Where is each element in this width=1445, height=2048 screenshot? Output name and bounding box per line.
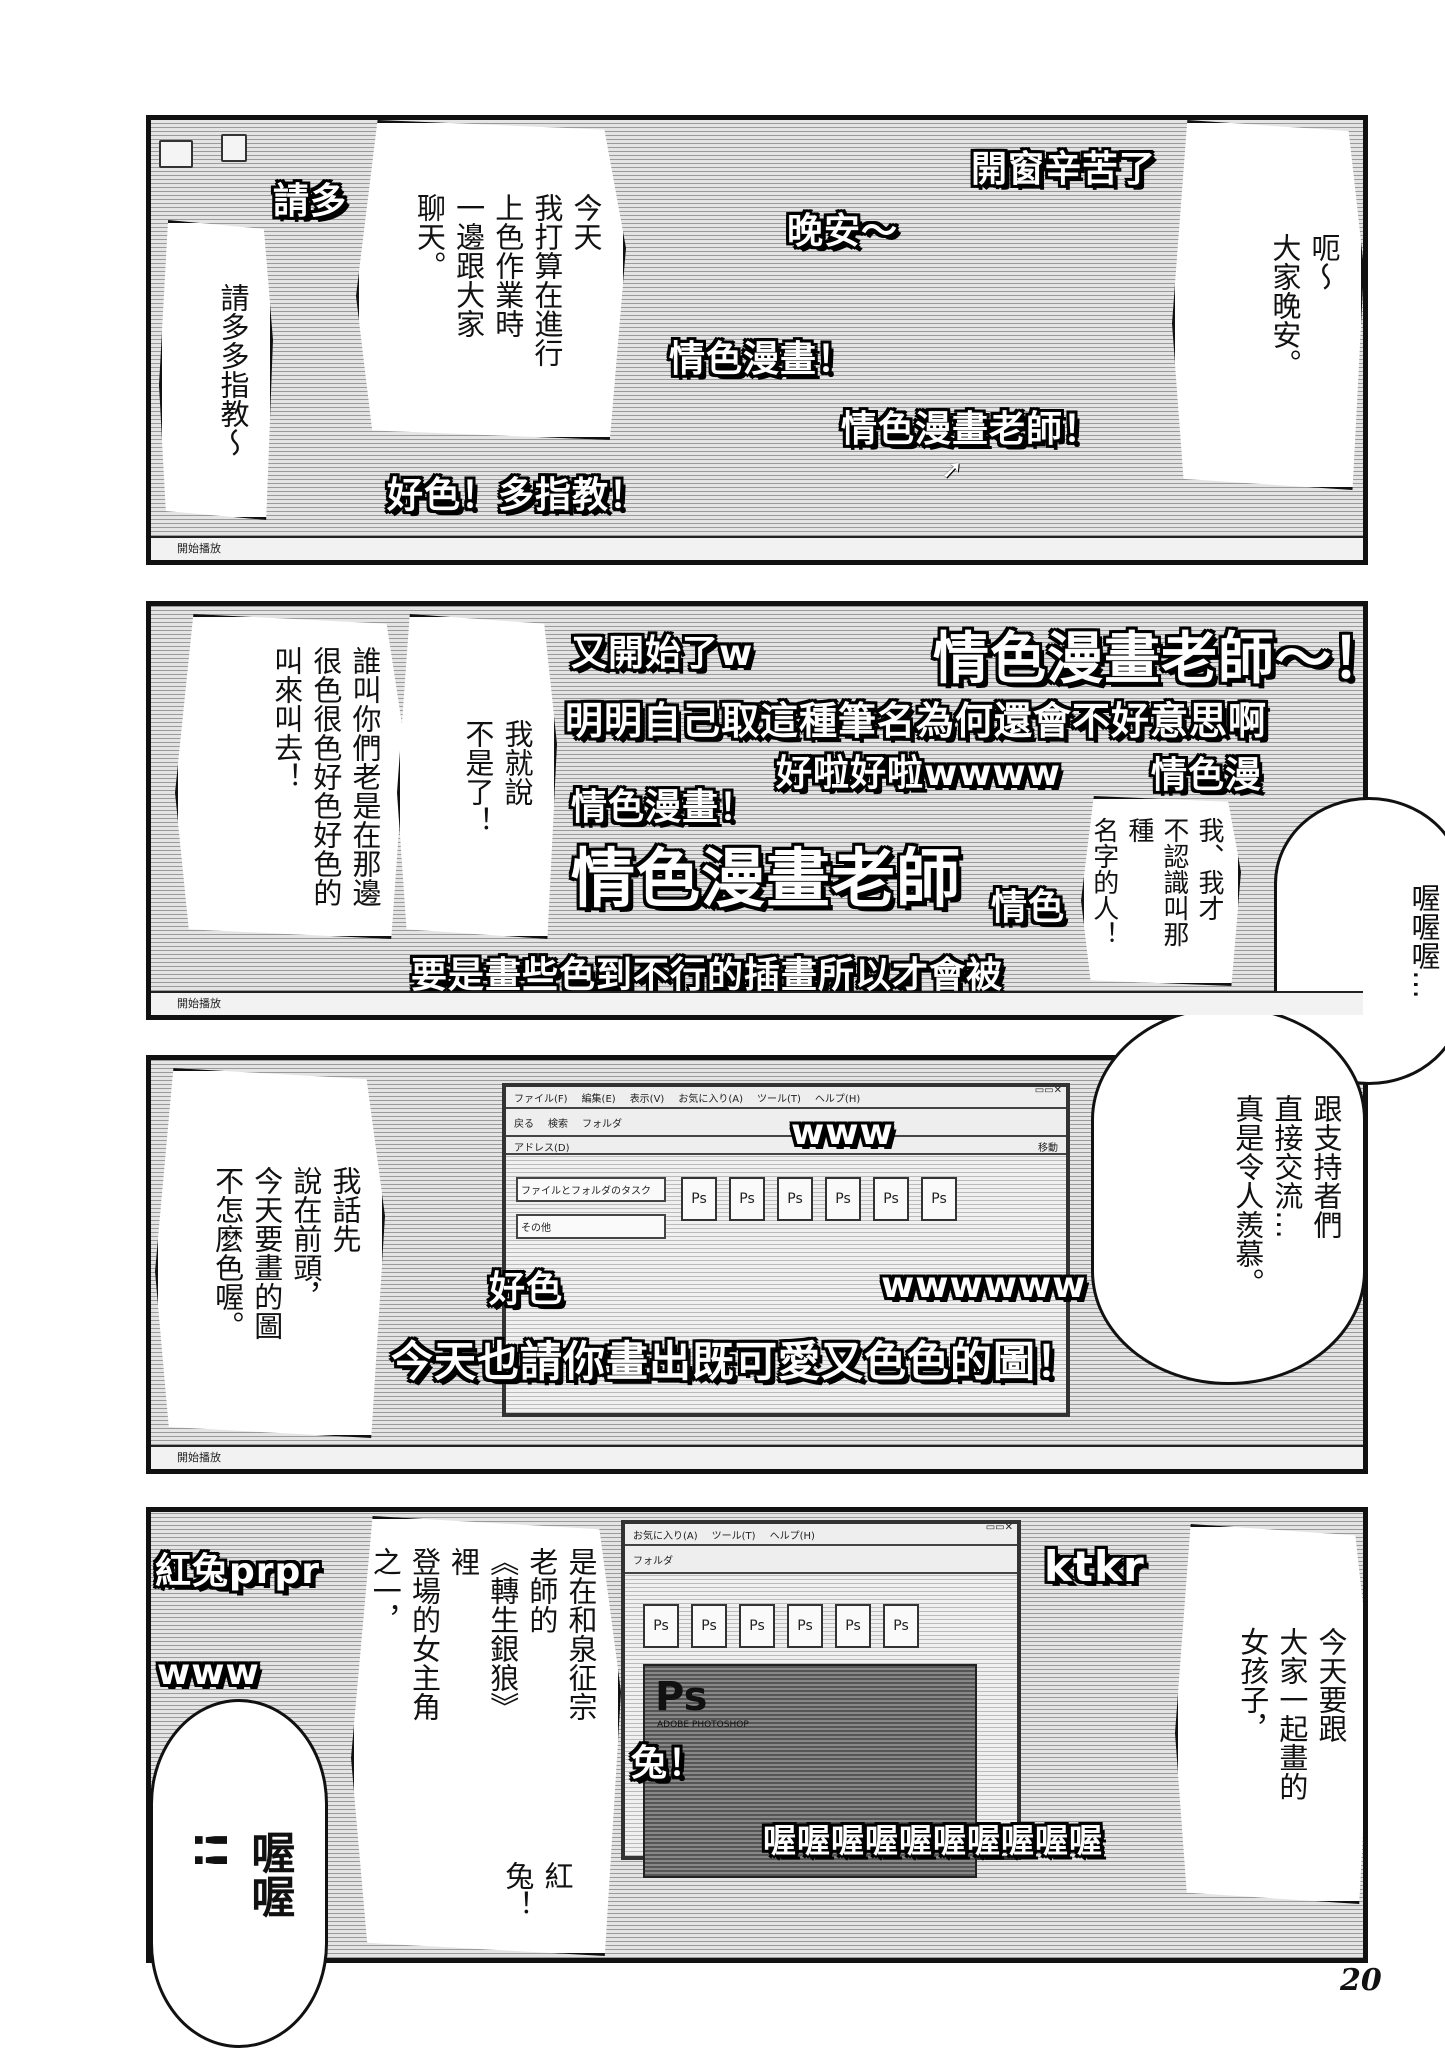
danmaku-comment: 好色！多指教！ bbox=[387, 475, 647, 516]
speech-bubble: 我話先 說在前頭， 今天要畫的圖 不怎麼色喔。 bbox=[155, 1068, 385, 1438]
speech-bubble: 我就說 不是了！ bbox=[397, 614, 557, 939]
photoshop-logo: Ps bbox=[655, 1674, 708, 1720]
menu-help[interactable]: ヘルプ(H) bbox=[769, 1531, 815, 1542]
desktop-folder-icon bbox=[159, 140, 193, 168]
danmaku-comment: 今天也請你畫出既可愛又色色的圖！ bbox=[391, 1337, 1080, 1386]
danmaku-comment: 開窗辛苦了 bbox=[971, 149, 1157, 190]
menu-favorites[interactable]: お気に入り(A) bbox=[633, 1531, 698, 1542]
bubble-text: 是在和泉征宗老師的 《轉生銀狼》裡 登場的女主角之一， bbox=[368, 1547, 598, 1721]
danmaku-comment: 明明自己取這種筆名為何還會不好意思啊 bbox=[565, 699, 1268, 743]
photoshop-file-icon[interactable]: Ps bbox=[729, 1177, 765, 1221]
danmaku-comment: 好色 bbox=[489, 1269, 564, 1310]
desktop-window-icon bbox=[221, 134, 247, 162]
danmaku-comment: 請多 bbox=[273, 181, 348, 222]
photoshop-file-icon[interactable]: Ps bbox=[921, 1177, 957, 1221]
photoshop-file-icon[interactable]: Ps bbox=[825, 1177, 861, 1221]
danmaku-comment: wwwwww bbox=[881, 1265, 1087, 1306]
task-section[interactable]: その他 bbox=[516, 1214, 666, 1239]
taskbar: 開始播放 bbox=[151, 991, 1363, 1015]
task-section[interactable]: ファイルとフォルダのタスク bbox=[516, 1177, 666, 1202]
file-list: Ps Ps Ps Ps Ps Ps bbox=[643, 1604, 919, 1648]
photoshop-file-icon[interactable]: Ps bbox=[873, 1177, 909, 1221]
bubble-text-name: 紅兔！ bbox=[500, 1860, 574, 1919]
folders-button[interactable]: フォルダ bbox=[582, 1119, 622, 1130]
file-explorer-window: ▭▭✕ ファイル(F) 編集(E) 表示(V) お気に入り(A) ツール(T) … bbox=[502, 1083, 1070, 1417]
danmaku-comment: 兔！ bbox=[631, 1743, 706, 1784]
menu-favorites[interactable]: お気に入り(A) bbox=[678, 1094, 743, 1105]
danmaku-comment: 情色 bbox=[991, 887, 1066, 928]
photoshop-file-icon[interactable]: Ps bbox=[739, 1604, 775, 1648]
danmaku-comment: www bbox=[157, 1652, 260, 1693]
photoshop-file-icon[interactable]: Ps bbox=[777, 1177, 813, 1221]
menu-tools[interactable]: ツール(T) bbox=[711, 1531, 756, 1542]
start-button[interactable]: 開始播放 bbox=[177, 997, 221, 1010]
danmaku-comment: 要是畫些色到不行的插畫所以才會被 bbox=[411, 955, 1004, 996]
photoshop-file-icon[interactable]: Ps bbox=[787, 1604, 823, 1648]
page-number: 20 bbox=[1340, 1963, 1382, 1998]
speech-bubble: 呃～ 大家晚安。 bbox=[1172, 120, 1363, 490]
shout-bubble: 喔喔 !! bbox=[150, 1699, 328, 2048]
start-button[interactable]: 開始播放 bbox=[177, 1451, 221, 1464]
photoshop-file-icon[interactable]: Ps bbox=[835, 1604, 871, 1648]
danmaku-comment: 情色漫畫老師～！ bbox=[933, 627, 1368, 692]
speech-bubble: 是在和泉征宗老師的 《轉生銀狼》裡 登場的女主角之一， 紅兔！ bbox=[351, 1516, 621, 1956]
speech-bubble: 我、我才 不認識叫那種 名字的人！ bbox=[1081, 796, 1241, 986]
danmaku-comment: 情色漫畫老師 bbox=[571, 843, 961, 917]
photoshop-splash-screen: Ps ADOBE PHOTOSHOP bbox=[643, 1664, 977, 1878]
address-bar[interactable]: アドレス(D) 移動 bbox=[506, 1137, 1066, 1155]
start-button[interactable]: 開始播放 bbox=[177, 542, 221, 555]
danmaku-comment: 喔喔喔喔喔喔喔喔喔喔 bbox=[763, 1821, 1103, 1860]
danmaku-comment: 又開始了w bbox=[571, 633, 754, 674]
menu-bar: ファイル(F) 編集(E) 表示(V) お気に入り(A) ツール(T) ヘルプ(… bbox=[506, 1087, 1066, 1109]
menu-file[interactable]: ファイル(F) bbox=[514, 1094, 568, 1105]
panel-2: 又開始了w 情色漫畫老師～！ 明明自己取這種筆名為何還會不好意思啊 好啦好啦ww… bbox=[146, 601, 1368, 1020]
menu-bar: お気に入り(A) ツール(T) ヘルプ(H) bbox=[625, 1524, 1017, 1546]
splash-title: ADOBE PHOTOSHOP bbox=[657, 1720, 749, 1730]
window-controls[interactable]: ▭▭✕ bbox=[985, 1522, 1013, 1533]
speech-bubble: 請多多指教～ bbox=[159, 220, 273, 520]
danmaku-comment: 好啦好啦wwww bbox=[776, 753, 1062, 794]
file-list: Ps Ps Ps Ps Ps Ps bbox=[681, 1177, 957, 1221]
danmaku-comment: 情色漫畫老師！ bbox=[841, 409, 1101, 450]
toolbar: 戻る 検索 フォルダ bbox=[506, 1109, 1066, 1137]
folders-button[interactable]: フォルダ bbox=[633, 1556, 673, 1567]
photoshop-file-icon[interactable]: Ps bbox=[643, 1604, 679, 1648]
thought-bubble: 跟支持者們 直接交流… 真是令人羨慕。 bbox=[1091, 1006, 1366, 1385]
speech-bubble: 今天 我打算在進行 上色作業時 一邊跟大家 聊天。 bbox=[356, 120, 626, 440]
photoshop-file-icon[interactable]: Ps bbox=[883, 1604, 919, 1648]
panel-4: ▭▭✕ お気に入り(A) ツール(T) ヘルプ(H) フォルダ Ps Ps Ps… bbox=[146, 1507, 1368, 1963]
danmaku-comment: ktkr bbox=[1044, 1542, 1145, 1591]
danmaku-comment: 晚安～ bbox=[787, 211, 899, 252]
window-controls[interactable]: ▭▭✕ bbox=[1034, 1085, 1062, 1096]
danmaku-comment: 情色漫畫！ bbox=[669, 339, 855, 380]
danmaku-comment: 紅兔prpr bbox=[155, 1551, 321, 1592]
panel-1: 請多 開窗辛苦了 晚安～ 情色漫畫！ 情色漫畫老師！ 好色！多指教！ ➚ 請多多… bbox=[146, 115, 1368, 565]
photoshop-file-icon[interactable]: Ps bbox=[691, 1604, 727, 1648]
speech-bubble: 誰叫你們老是在那邊 很色很色好色好色的 叫來叫去！ bbox=[175, 614, 405, 939]
menu-help[interactable]: ヘルプ(H) bbox=[814, 1094, 861, 1105]
speech-bubble: 今天要跟 大家一起畫的 女孩子， bbox=[1175, 1524, 1363, 1904]
danmaku-comment: 情色漫 bbox=[1151, 755, 1263, 796]
go-button[interactable]: 移動 bbox=[1038, 1143, 1058, 1154]
search-button[interactable]: 検索 bbox=[548, 1119, 568, 1130]
danmaku-comment: 情色漫畫！ bbox=[571, 787, 757, 828]
photoshop-window: ▭▭✕ お気に入り(A) ツール(T) ヘルプ(H) フォルダ Ps Ps Ps… bbox=[621, 1520, 1021, 1878]
menu-view[interactable]: 表示(V) bbox=[629, 1094, 665, 1105]
toolbar: フォルダ bbox=[625, 1546, 1017, 1574]
address-label: アドレス(D) bbox=[514, 1143, 570, 1154]
task-pane: ファイルとフォルダのタスク その他 bbox=[516, 1177, 666, 1251]
photoshop-file-icon[interactable]: Ps bbox=[681, 1177, 717, 1221]
mouse-cursor-icon: ➚ bbox=[941, 455, 963, 485]
danmaku-comment: www bbox=[791, 1112, 894, 1153]
taskbar: 開始播放 bbox=[151, 1445, 1363, 1469]
back-button[interactable]: 戻る bbox=[514, 1119, 534, 1130]
menu-edit[interactable]: 編集(E) bbox=[581, 1094, 616, 1105]
menu-tools[interactable]: ツール(T) bbox=[757, 1094, 801, 1105]
taskbar: 開始播放 bbox=[151, 536, 1363, 560]
